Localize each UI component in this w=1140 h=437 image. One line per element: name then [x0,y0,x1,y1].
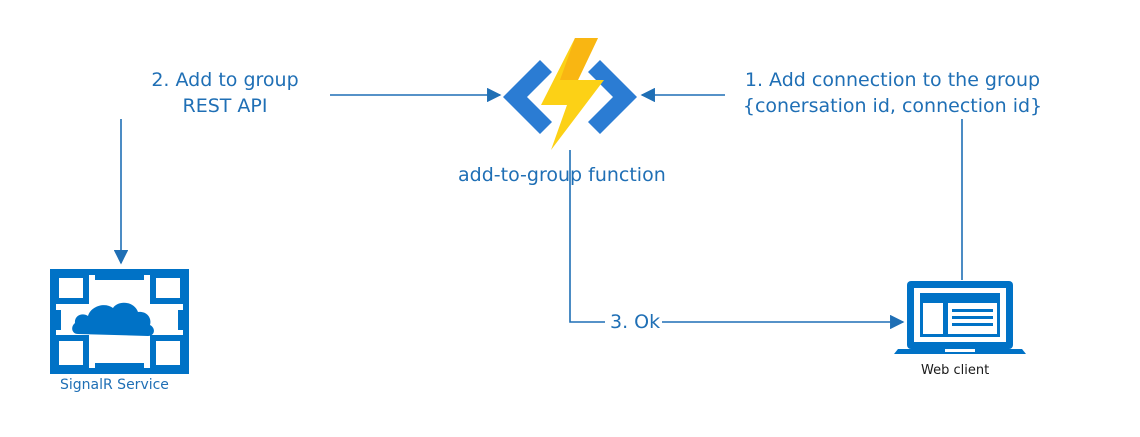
edge-step2-label-line2: REST API [182,95,268,117]
laptop-icon [894,281,1026,354]
webclient-caption: Web client [921,363,990,378]
edge-step1-connector [640,87,963,280]
edge-step1-label-line2: {conersation id, connection id} [742,95,1043,117]
signalr-caption: SignalR Service [60,377,169,393]
edge-step3-connector [569,150,905,330]
edge-step2-label: 2. Add to group REST API [120,67,330,119]
azure-function-icon [503,38,637,150]
edge-step1-label: 1. Add connection to the group {conersat… [725,67,1060,119]
edge-step2-label-line1: 2. Add to group [151,69,299,91]
function-caption: add-to-group function [458,164,666,186]
edge-step3-label: 3. Ok [608,309,663,335]
edge-step1-label-line1: 1. Add connection to the group [744,69,1041,91]
signalr-service-icon [50,269,189,374]
edge-step2-connector [113,87,502,265]
